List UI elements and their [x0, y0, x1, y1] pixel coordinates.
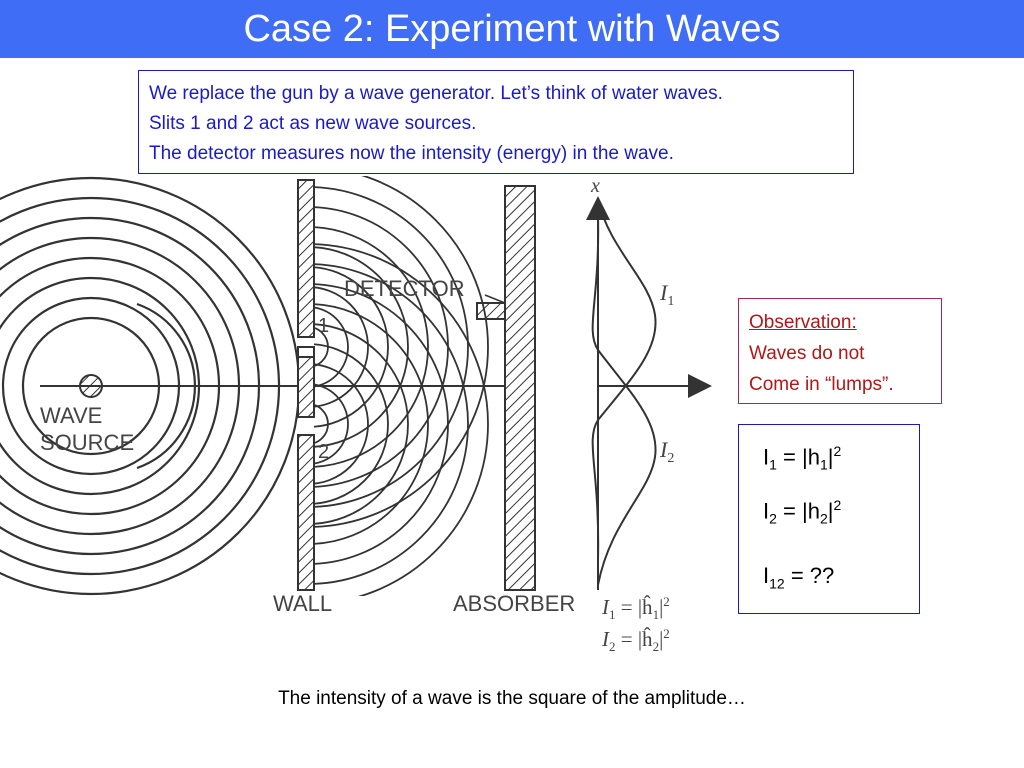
slide-title: Case 2: Experiment with Waves — [0, 0, 1024, 58]
detector-icon — [476, 302, 506, 320]
wave-source-icon — [79, 374, 103, 398]
slit2-label: 2 — [318, 441, 329, 463]
detector-label: DETECTOR — [344, 276, 465, 301]
intensity-graph — [586, 196, 712, 590]
wave-source-label-2: SOURCE — [40, 430, 134, 455]
graph-x-label: x — [590, 175, 600, 197]
curve-i2-label: I2 — [659, 437, 674, 466]
intro-line-3: The detector measures now the intensity … — [149, 143, 674, 164]
intro-text-box: We replace the gun by a wave generator. … — [138, 70, 854, 174]
formula-i12: I12 = ?? — [763, 563, 835, 592]
formula-i2: I2 = |h2|2 — [763, 497, 842, 527]
observation-line-2: Come in “lumps”. — [749, 374, 894, 395]
curve-i1-label: I1 — [659, 280, 674, 309]
absorber-label: ABSORBER — [453, 591, 575, 616]
absorber-shape — [504, 185, 536, 591]
observation-heading: Observation: — [749, 312, 857, 333]
wall-label: WALL — [273, 591, 332, 616]
formula-box: I1 = |h1|2 I2 = |h2|2 I12 = ?? — [738, 424, 920, 614]
observation-line-1: Waves do not — [749, 343, 865, 364]
wall-shape — [297, 179, 315, 591]
diagram-equation-1: I1 = |ĥ1|2 — [601, 594, 670, 622]
observation-box: Observation: Waves do not Come in “lumps… — [738, 298, 942, 404]
slit-wavefronts — [314, 176, 489, 596]
intro-line-1: We replace the gun by a wave generator. … — [149, 83, 723, 104]
footer-caption: The intensity of a wave is the square of… — [278, 688, 746, 709]
curve-i1 — [591, 199, 657, 561]
curve-i2 — [591, 214, 657, 586]
diagram-equation-2: I2 = |ĥ2|2 — [601, 626, 670, 654]
slit1-label: 1 — [318, 315, 329, 337]
wave-source-label-1: WAVE — [40, 403, 102, 428]
formula-i1: I1 = |h1|2 — [763, 443, 842, 473]
intro-line-2: Slits 1 and 2 act as new wave sources. — [149, 113, 477, 134]
